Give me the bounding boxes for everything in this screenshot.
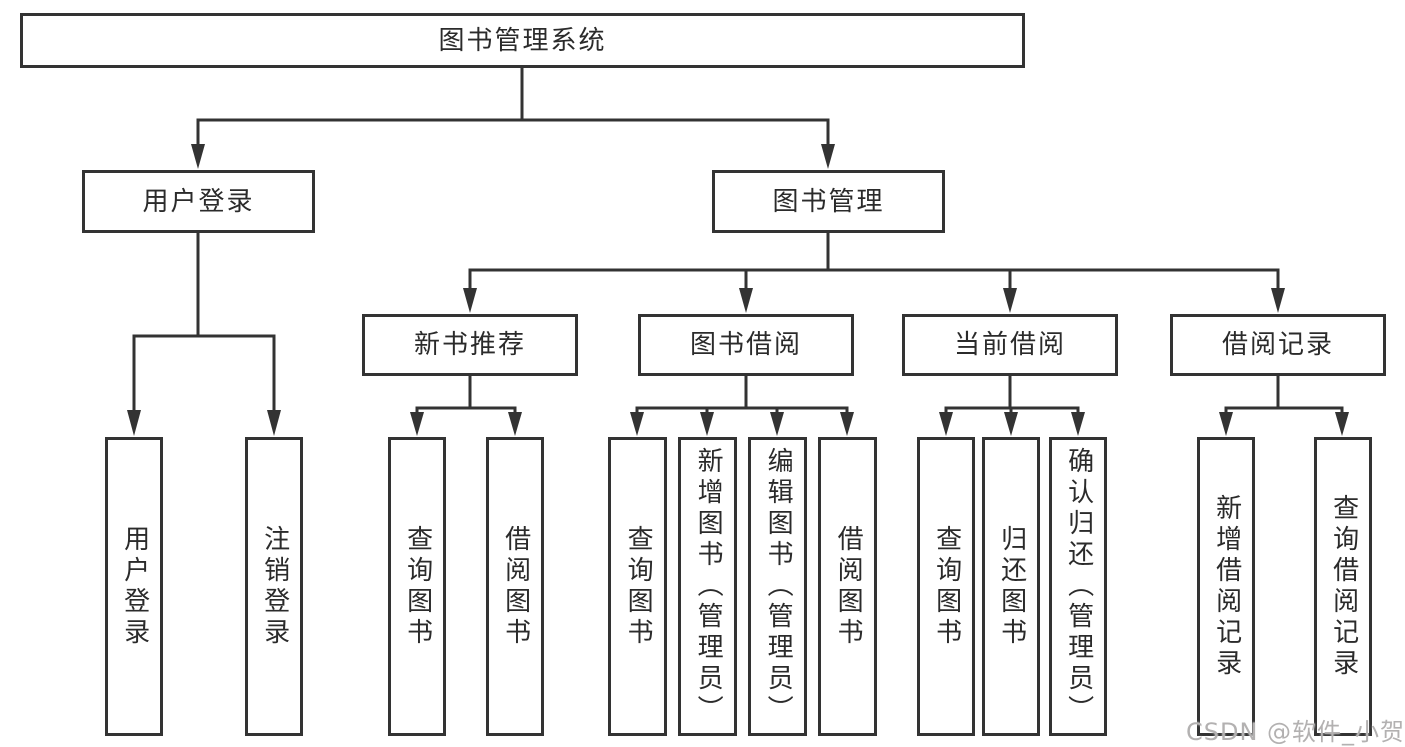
arrowhead [630,412,644,436]
arrowhead [267,410,281,436]
arrowhead [770,412,784,436]
leaf-confirm-return-admin-label: 确认归还（管理员） [1063,447,1094,726]
arrowhead [1271,288,1285,313]
leaf-logout-label: 注销登录 [259,524,290,649]
arrowhead [1004,412,1018,436]
leaf-user-login-label: 用户登录 [119,524,150,649]
arrowhead [410,412,424,436]
arrowhead [508,412,522,436]
connector-book-borrow [635,374,849,416]
leaf-query-books-borrow: 查询图书 [608,437,667,736]
leaf-edit-book-admin: 编辑图书（管理员） [748,437,807,736]
arrowhead [127,410,141,436]
leaf-add-borrow-record-label: 新增借阅记录 [1211,493,1242,680]
node-user-login-label: 用户登录 [142,186,255,217]
node-book-borrow-label: 图书借阅 [689,330,802,360]
arrowhead [700,412,714,436]
node-book-borrow: 图书借阅 [638,314,854,376]
leaf-query-books-borrow-label: 查询图书 [623,524,654,649]
node-book-management: 图书管理 [712,170,945,233]
node-new-book-recommend-label: 新书推荐 [413,330,526,360]
arrowhead [1003,288,1017,313]
leaf-query-borrow-record-label: 查询借阅记录 [1328,493,1359,680]
leaf-query-books-recommend-label: 查询图书 [402,524,433,649]
leaf-query-books-recommend: 查询图书 [388,437,446,736]
node-book-management-label: 图书管理 [772,186,885,217]
arrowhead [1071,412,1085,436]
leaf-confirm-return-admin: 确认归还（管理员） [1049,437,1107,736]
node-root: 图书管理系统 [20,13,1025,68]
arrowhead [1219,412,1233,436]
leaf-borrow-books-recommend: 借阅图书 [486,437,544,736]
leaf-borrow-books-recommend-label: 借阅图书 [500,524,531,649]
node-borrow-records: 借阅记录 [1170,314,1386,376]
arrowhead [840,412,854,436]
arrowhead [739,288,753,313]
connector-new-book [415,374,517,416]
arrowhead [939,412,953,436]
connector-current-borrow [944,374,1080,416]
csdn-watermark: CSDN @软件_小贺同学 [1186,718,1405,746]
connector-borrow-records [1224,374,1344,416]
connector-user-login [132,231,276,414]
connector-book-management [468,231,1280,292]
leaf-query-borrow-record: 查询借阅记录 [1314,437,1372,736]
leaf-edit-book-admin-label: 编辑图书（管理员） [763,447,794,726]
arrowhead [821,144,835,169]
node-root-label: 图书管理系统 [438,25,607,56]
leaf-add-book-admin: 新增图书（管理员） [678,437,737,736]
leaf-add-borrow-record: 新增借阅记录 [1197,437,1255,736]
arrowhead [1335,412,1349,436]
node-new-book-recommend: 新书推荐 [362,314,578,376]
connector-root [196,66,830,148]
arrowhead [463,288,477,313]
leaf-logout: 注销登录 [245,437,303,736]
node-current-borrow-label: 当前借阅 [953,330,1066,360]
leaf-query-books-current: 查询图书 [917,437,975,736]
leaf-query-books-current-label: 查询图书 [931,524,962,649]
node-user-login: 用户登录 [82,170,315,233]
leaf-return-books: 归还图书 [982,437,1040,736]
leaf-user-login: 用户登录 [105,437,163,736]
leaf-return-books-label: 归还图书 [996,524,1027,649]
leaf-borrow-books-borrow-label: 借阅图书 [833,524,864,649]
node-current-borrow: 当前借阅 [902,314,1118,376]
arrowhead [191,144,205,169]
node-borrow-records-label: 借阅记录 [1221,330,1334,360]
leaf-add-book-admin-label: 新增图书（管理员） [693,447,724,726]
leaf-borrow-books-borrow: 借阅图书 [818,437,877,736]
